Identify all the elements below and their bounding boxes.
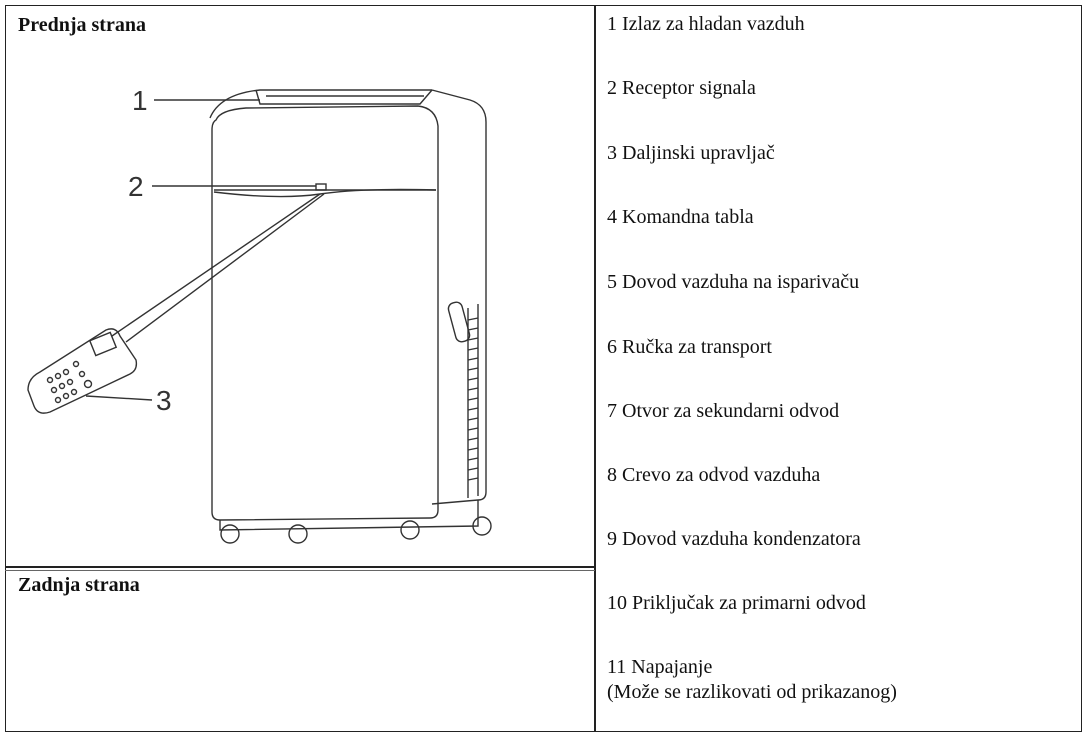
front-heading: Prednja strana xyxy=(18,14,146,36)
callout-1: 1 xyxy=(132,85,148,116)
legend-item-1: 1 Izlaz za hladan vazduh xyxy=(607,13,805,35)
unit-side-panel xyxy=(431,89,487,505)
callout-2: 2 xyxy=(128,171,144,202)
column-divider xyxy=(594,5,596,732)
legend-item-7: 7 Otvor za sekundarni odvod xyxy=(607,400,840,422)
legend-item-3: 3 Daljinski upravljač xyxy=(607,142,775,164)
air-conditioner-front-illustration: 1 2 3 xyxy=(27,85,492,544)
rear-heading: Zadnja strana xyxy=(18,574,140,596)
legend-item-11-note: (Može se razlikovati od prikazanog) xyxy=(607,681,897,703)
condenser-grille xyxy=(467,304,479,498)
legend-item-9: 9 Dovod vazduha kondenzatora xyxy=(607,528,861,550)
unit-base xyxy=(219,500,479,531)
legend-item-10: 10 Priključak za primarni odvod xyxy=(607,592,866,614)
row-divider-shadow xyxy=(5,570,595,571)
signal-beam xyxy=(111,193,325,343)
signal-receptor xyxy=(315,183,327,191)
legend-item-11: 11 Napajanje xyxy=(607,656,713,678)
caster-2 xyxy=(288,524,308,544)
spec-table xyxy=(5,5,1082,732)
callout-3: 3 xyxy=(156,385,172,416)
unit-front-body xyxy=(211,105,439,521)
caster-3 xyxy=(400,520,420,540)
leader-line-3 xyxy=(85,395,153,401)
legend-item-8: 8 Crevo za odvod vazduha xyxy=(607,464,821,486)
caster-4 xyxy=(472,516,492,536)
caster-1 xyxy=(220,524,240,544)
remote-control-icon xyxy=(27,328,138,414)
legend-item-5: 5 Dovod vazduha na isparivaču xyxy=(607,271,860,293)
legend-item-2: 2 Receptor signala xyxy=(607,77,756,99)
air-outlet xyxy=(255,89,433,105)
unit-top-edge xyxy=(209,89,432,119)
legend-item-6: 6 Ručka za transport xyxy=(607,336,772,358)
carry-handle xyxy=(447,301,471,343)
row-divider xyxy=(5,566,595,568)
legend-item-4: 4 Komandna tabla xyxy=(607,206,754,228)
